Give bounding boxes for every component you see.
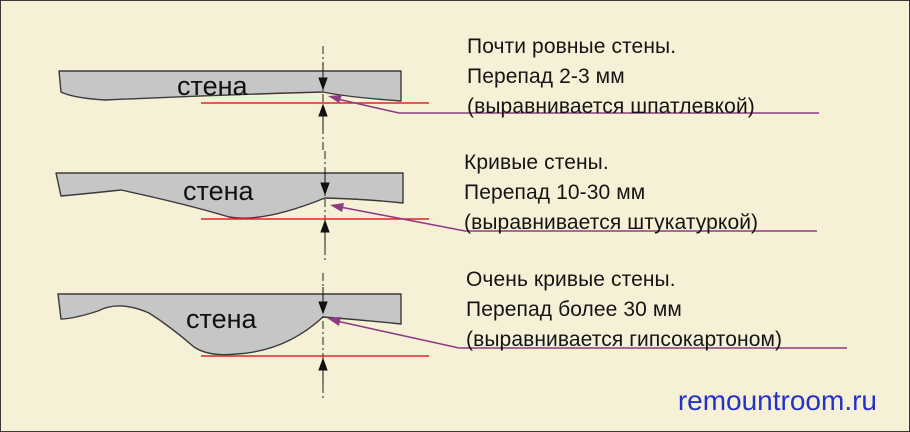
arrow-up-3 xyxy=(318,358,328,386)
wall-label-1: стена xyxy=(177,71,248,101)
wall-label-3: стена xyxy=(186,304,257,334)
leader-line-1 xyxy=(332,97,819,114)
leader-arrowhead-3 xyxy=(327,317,341,326)
row-3-drawing: стена xyxy=(57,273,847,401)
description-1-difference: Перепад 2-3 мм xyxy=(467,65,625,88)
row-1-drawing: стена xyxy=(58,46,819,153)
description-3: Очень кривые стены. Перепад более 30 мм … xyxy=(466,265,782,355)
description-2-method: (выравнивается штукатуркой) xyxy=(464,211,759,234)
arrow-up-1 xyxy=(318,104,328,132)
description-1: Почти ровные стены. Перепад 2-3 мм (выра… xyxy=(467,32,755,122)
description-2-title: Кривые стены. xyxy=(464,151,609,174)
wall-label-2: стена xyxy=(183,176,254,206)
description-1-method: (выравнивается шпатлевкой) xyxy=(467,95,755,118)
leader-line-2 xyxy=(334,205,817,232)
description-3-difference: Перепад более 30 мм xyxy=(466,298,682,321)
description-1-title: Почти ровные стены. xyxy=(467,35,677,58)
description-3-method: (выравнивается гипсокартоном) xyxy=(466,328,783,351)
description-3-title: Очень кривые стены. xyxy=(466,268,676,291)
leader-line-3 xyxy=(331,319,847,349)
wall-section-1 xyxy=(58,70,402,102)
arrow-up-2 xyxy=(320,220,330,248)
leader-arrowhead-2 xyxy=(330,203,344,212)
wall-section-2 xyxy=(55,172,404,219)
leader-arrowhead-1 xyxy=(328,95,342,103)
description-2-difference: Перепад 10-30 мм xyxy=(464,181,646,204)
site-watermark: remountroom.ru xyxy=(677,385,877,416)
row-2-drawing: стена xyxy=(55,151,817,263)
description-2: Кривые стены. Перепад 10-30 мм (выравнив… xyxy=(464,148,758,238)
